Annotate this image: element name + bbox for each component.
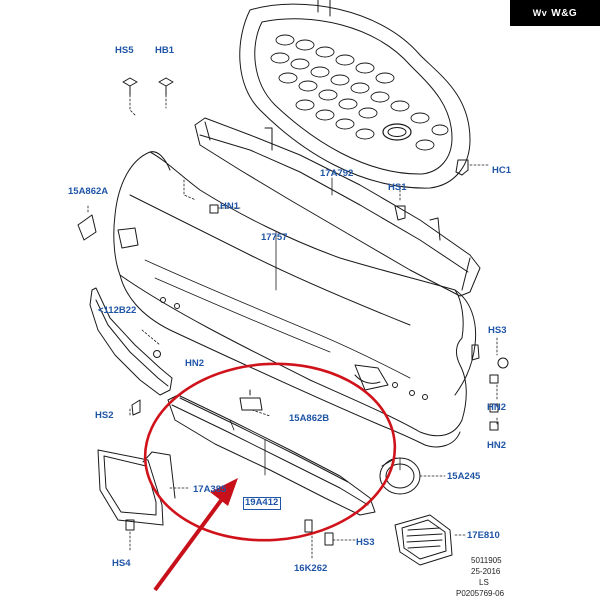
brand-logo: Wv W&G [510,0,600,26]
footer-line-1: 5011905 [471,556,502,565]
label-hn2-right-a[interactable]: HN2 [487,402,507,413]
label-hn2-right-b[interactable]: HN2 [487,440,507,451]
label-15a862a[interactable]: 15A862A [68,186,109,197]
label-hs1[interactable]: HS1 [388,182,407,193]
highlight-circle [143,362,397,542]
label-17e810[interactable]: 17E810 [467,530,500,541]
brackets [77,159,480,411]
footer-line-4: P0205769-06 [456,589,505,598]
reinforcement-beam [194,117,481,297]
label-hs2[interactable]: HS2 [95,410,114,421]
label-17a385[interactable]: 17A385 [193,484,227,495]
footer-line-2: 25-2016 [471,567,501,576]
label-hs3-right[interactable]: HS3 [488,325,507,336]
label-hb1[interactable]: HB1 [155,45,175,56]
label-hn2-left[interactable]: HN2 [185,358,205,369]
label-hc1[interactable]: HC1 [492,165,512,176]
label-hs3-bottom[interactable]: HS3 [356,537,375,548]
brand-name: W&G [551,7,578,19]
label-16k262[interactable]: 16K262 [294,563,328,574]
pointer-arrow [153,478,238,592]
label-hn1[interactable]: HN1 [220,201,240,212]
label-19a412-box [243,497,281,510]
license-plate-bracket [97,449,176,526]
label-15a862b[interactable]: 15A862B [289,413,330,424]
leader-lines [87,94,498,561]
trim-strip-left [89,287,173,396]
grille-assembly [239,0,471,189]
fog-lamp [394,514,453,566]
label-112b22[interactable]: <112B22 [98,305,137,316]
label-hs5[interactable]: HS5 [115,45,134,56]
label-17757[interactable]: 17757 [261,232,288,243]
bumper-cover [113,151,477,448]
label-15a245[interactable]: 15A245 [447,471,481,482]
solid-leaders [229,177,401,471]
label-17a792[interactable]: 17A792 [320,168,354,179]
label-19a412[interactable]: 19A412 [245,497,279,508]
footer-line-3: LS [479,578,489,587]
brand-mark: Wv [532,8,548,18]
label-hs4[interactable]: HS4 [112,558,131,569]
